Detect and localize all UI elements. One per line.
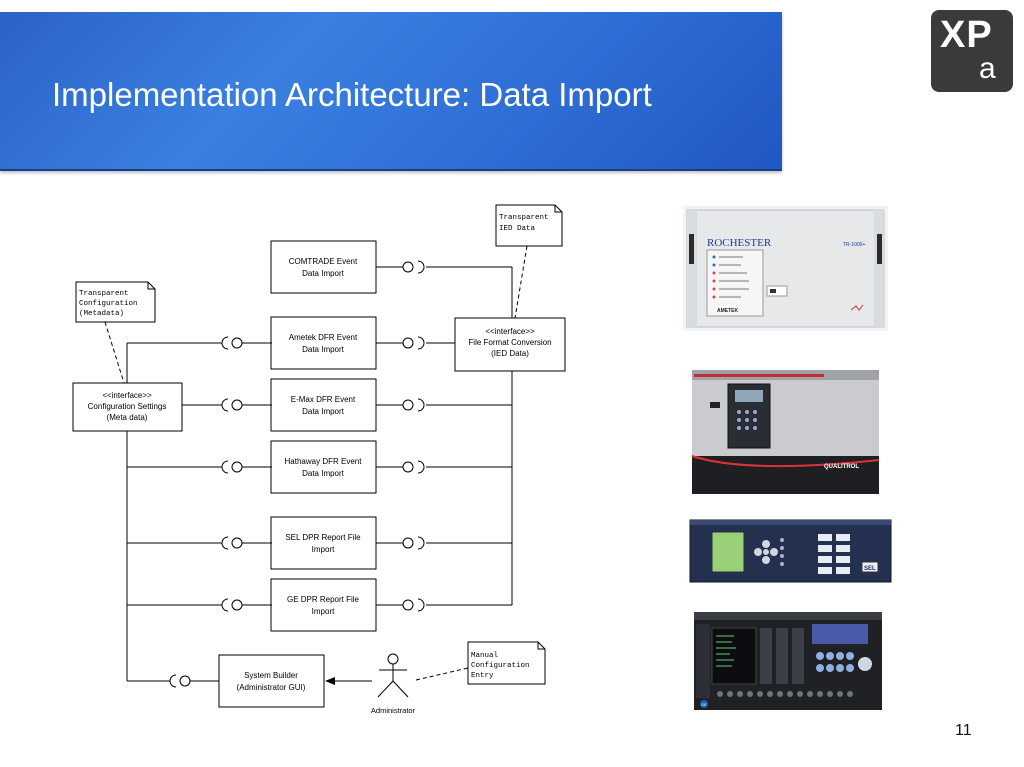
note-transparent-ied — [495, 204, 563, 247]
hathaway-label-line2: Data Import — [302, 469, 345, 478]
system-builder-label-line2: (Administrator GUI) — [237, 683, 306, 692]
emax-label-line2: Data Import — [302, 407, 345, 416]
ametek-label-line2: Data Import — [302, 345, 345, 354]
note-ied-line1: Transparent — [499, 214, 549, 222]
emax-import-box — [270, 378, 377, 432]
note-manual-config — [467, 641, 546, 685]
left-interface-connectors — [169, 336, 272, 688]
note-manual-line3: Entry — [471, 672, 494, 680]
rochester-brand-text: ROCHESTER — [707, 237, 772, 249]
ge-relay-photo: GE — [690, 610, 886, 714]
config-interface-label-line1: <<interface>> — [102, 391, 152, 400]
sel-import-box — [270, 516, 377, 570]
qualitrol-brand-text: QUALITROL — [824, 464, 859, 470]
ge-import-box — [270, 578, 377, 632]
rochester-model-text: TR-1000+ — [843, 242, 865, 248]
note-transparent-config — [75, 281, 156, 323]
ametek-import-box — [270, 316, 377, 370]
comtrade-label-line1: COMTRADE Event — [289, 257, 358, 266]
ge-label-line2: Import — [312, 607, 335, 616]
note-manual-line2: Configuration — [471, 662, 530, 670]
qualitrol-recorder-photo: QUALITROL — [688, 364, 883, 498]
note-config-line1: Transparent — [79, 290, 129, 298]
note-ied-line2: IED Data — [499, 225, 536, 233]
hathaway-import-box — [270, 440, 377, 494]
config-interface-label-line2: Configuration Settings — [88, 402, 167, 411]
file-format-interface-label-line2: File Format Conversion — [468, 338, 551, 347]
ametek-label-line1: Ametek DFR Event — [289, 333, 358, 342]
sel-label-line1: SEL DPR Report File — [285, 533, 361, 542]
actor-label: Administrator — [371, 706, 416, 715]
page-number: 11 — [955, 722, 972, 739]
comtrade-import-box — [270, 240, 377, 294]
ge-brand-text: GE — [701, 702, 707, 707]
sel-relay-photo: SEL — [688, 516, 893, 586]
emax-label-line1: E-Max DFR Event — [291, 395, 356, 404]
sel-label-line2: Import — [312, 545, 335, 554]
system-builder-box — [218, 654, 325, 708]
note-config-line2: Configuration — [79, 300, 138, 308]
administrator-actor-icon — [377, 653, 409, 698]
xpa-logo: XP a — [931, 10, 1013, 92]
sel-brand-text: SEL — [864, 566, 876, 572]
file-format-interface-box — [454, 317, 566, 372]
config-interface-label-line3: (Meta data) — [107, 413, 148, 422]
config-settings-interface-box — [72, 382, 183, 432]
comtrade-label-line2: Data Import — [302, 269, 345, 278]
file-format-interface-label-line1: <<interface>> — [485, 327, 535, 336]
ge-label-line1: GE DPR Report File — [287, 595, 360, 604]
file-format-interface-label-line3: (IED Data) — [491, 349, 529, 358]
hathaway-label-line1: Hathaway DFR Event — [285, 457, 363, 466]
note-manual-line1: Manual — [471, 652, 499, 660]
right-interface-connectors — [376, 260, 512, 612]
rochester-maker-text: AMETEK — [717, 308, 739, 314]
logo-secondary-text: a — [979, 52, 996, 85]
slide-title: Implementation Architecture: Data Import — [52, 76, 652, 113]
title-banner: Implementation Architecture: Data Import — [0, 12, 782, 171]
note-config-line3: (Metadata) — [79, 310, 124, 318]
system-builder-label-line1: System Builder — [244, 671, 298, 680]
logo-primary-text: XP — [940, 14, 993, 56]
rochester-recorder-photo: ROCHESTER TR-1000+ AMETEK — [683, 206, 888, 331]
